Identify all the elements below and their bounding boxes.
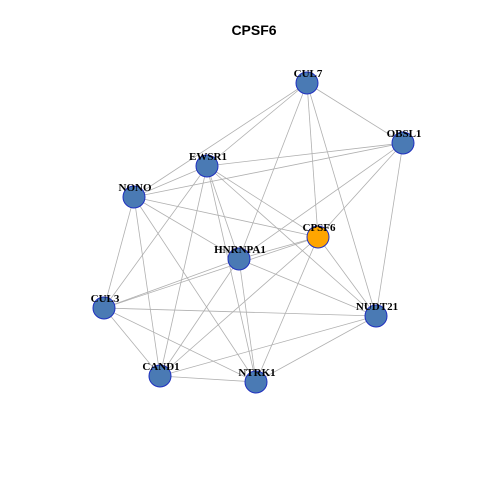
node-circle	[364, 304, 388, 328]
edge-obsl1-cpsf6	[317, 142, 404, 238]
node-circle	[295, 71, 319, 95]
edge-ewsr1-cand1	[159, 165, 208, 377]
node-label: CPSF6	[303, 222, 337, 234]
node-cul3: CUL3	[91, 293, 120, 320]
edges-layer	[103, 82, 404, 383]
edge-cul3-nudt21	[103, 307, 377, 317]
node-ntrk1: NTRK1	[238, 367, 276, 394]
node-nono: NONO	[119, 182, 152, 209]
node-label: NONO	[119, 182, 152, 194]
edge-hnrnpa1-nudt21	[238, 258, 377, 317]
edge-cul7-nono	[133, 82, 308, 198]
node-label: CUL3	[91, 293, 120, 305]
edge-ewsr1-cpsf6	[206, 165, 319, 238]
edge-cul7-cpsf6	[306, 82, 319, 238]
edge-ewsr1-cul3	[103, 165, 208, 309]
node-label: EWSR1	[189, 151, 227, 163]
node-label: NTRK1	[238, 367, 275, 379]
edge-cand1-ntrk1	[159, 375, 257, 383]
edge-hnrnpa1-cand1	[159, 258, 240, 377]
edge-cul7-ewsr1	[206, 82, 308, 167]
node-label: CAND1	[142, 361, 179, 373]
node-hnrnpa1: HNRNPA1	[214, 244, 266, 271]
edge-hnrnpa1-ntrk1	[238, 258, 257, 383]
edge-cul3-ntrk1	[103, 307, 257, 383]
node-cand1: CAND1	[142, 361, 180, 388]
node-circle	[244, 370, 268, 394]
edge-obsl1-hnrnpa1	[238, 142, 404, 260]
edge-hnrnpa1-cul3	[103, 258, 240, 309]
edge-obsl1-ewsr1	[206, 142, 404, 167]
edge-ewsr1-nudt21	[206, 165, 377, 317]
edge-ntrk1-nudt21	[255, 315, 377, 383]
edge-cand1-nudt21	[159, 315, 377, 377]
node-label: CUL7	[294, 68, 323, 80]
node-cpsf6: CPSF6	[303, 222, 337, 249]
graph-title: CPSF6	[231, 22, 276, 38]
edge-cul7-nudt21	[306, 82, 377, 317]
node-nudt21: NUDT21	[356, 301, 398, 328]
edge-cpsf6-hnrnpa1	[238, 236, 319, 260]
node-circle	[92, 296, 116, 320]
edge-cpsf6-ntrk1	[255, 236, 319, 383]
node-circle	[122, 185, 146, 209]
node-circle	[306, 225, 330, 249]
node-circle	[195, 154, 219, 178]
node-label: OBSL1	[387, 128, 422, 140]
node-circle	[227, 247, 251, 271]
edge-obsl1-nudt21	[375, 142, 404, 317]
edge-cpsf6-cul3	[103, 236, 319, 309]
node-label: HNRNPA1	[214, 244, 266, 256]
edge-nono-cand1	[133, 196, 161, 377]
edge-cpsf6-nudt21	[317, 236, 377, 317]
edge-cul7-obsl1	[306, 82, 404, 144]
edge-cpsf6-cand1	[159, 236, 319, 377]
node-circle	[391, 131, 415, 155]
edge-ewsr1-ntrk1	[206, 165, 257, 383]
node-circle	[148, 364, 172, 388]
node-cul7: CUL7	[294, 68, 323, 95]
node-label: NUDT21	[356, 301, 398, 313]
edge-nono-hnrnpa1	[133, 196, 240, 260]
edge-cul7-hnrnpa1	[238, 82, 308, 260]
edge-nono-cul3	[103, 196, 135, 309]
edge-nono-cpsf6	[133, 196, 319, 238]
edge-cul3-cand1	[103, 307, 161, 377]
node-ewsr1: EWSR1	[189, 151, 227, 178]
edge-obsl1-nono	[133, 142, 404, 198]
edge-nono-ntrk1	[133, 196, 257, 383]
edge-ewsr1-hnrnpa1	[206, 165, 240, 260]
edge-ewsr1-nono	[133, 165, 208, 198]
node-obsl1: OBSL1	[387, 128, 422, 155]
